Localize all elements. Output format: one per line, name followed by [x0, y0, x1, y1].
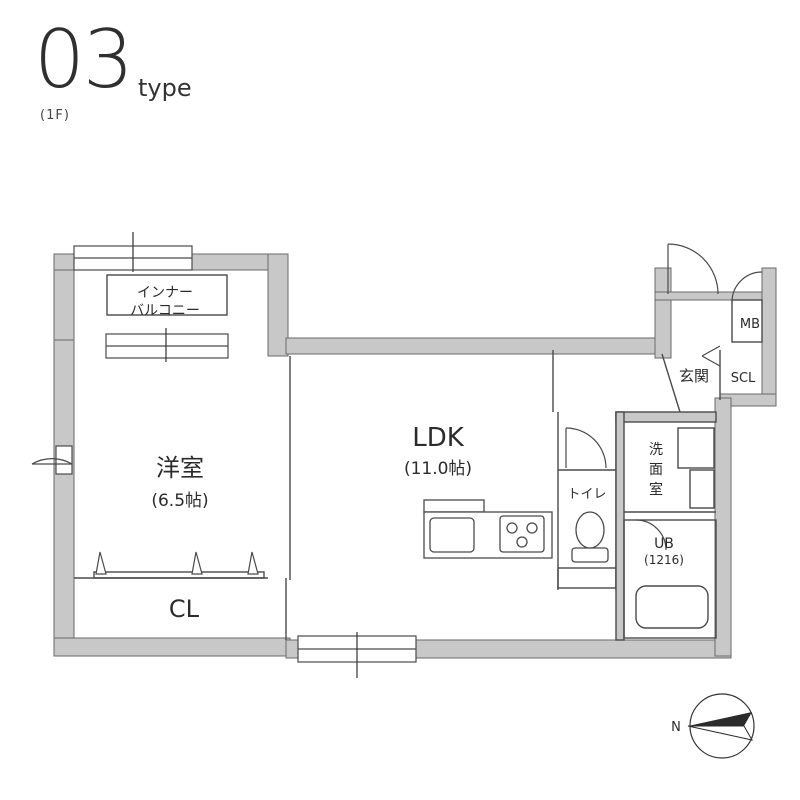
entrance-label: 玄関 — [679, 367, 709, 385]
plan-title: 03 type — [34, 20, 192, 101]
balcony-label-line1: インナー — [137, 285, 193, 301]
windows — [55, 245, 417, 663]
type-word: type — [138, 74, 192, 102]
toilet-fixture — [571, 511, 609, 563]
compass: N — [671, 693, 755, 759]
washroom-label-3: 室 — [649, 481, 663, 498]
western-room-size: (6.5帖) — [151, 491, 208, 511]
washroom-label-1: 洗 — [649, 442, 663, 458]
closet-label: CL — [169, 595, 200, 623]
kitchen-counter — [423, 499, 553, 559]
western-room-label: 洋室 — [156, 454, 204, 482]
compass-north-label: N — [671, 720, 681, 735]
meter-box-label: MB — [740, 317, 760, 332]
washroom-label-2: 面 — [649, 462, 663, 478]
toilet-label: トイレ — [567, 487, 606, 502]
shoe-closet-label: SCL — [731, 371, 756, 386]
doors — [31, 243, 763, 575]
floor-label: (1F) — [40, 108, 70, 123]
balcony-label-line2: バルコニー — [130, 303, 200, 319]
window-markers — [132, 232, 358, 678]
interior-walls — [74, 274, 763, 641]
type-number: 03 — [34, 13, 134, 106]
unit-bath-size: (1216) — [644, 553, 684, 567]
ldk-label: LDK — [412, 423, 465, 453]
ldk-size: (11.0帖) — [404, 459, 472, 479]
unit-bath-label: UB — [654, 536, 674, 552]
